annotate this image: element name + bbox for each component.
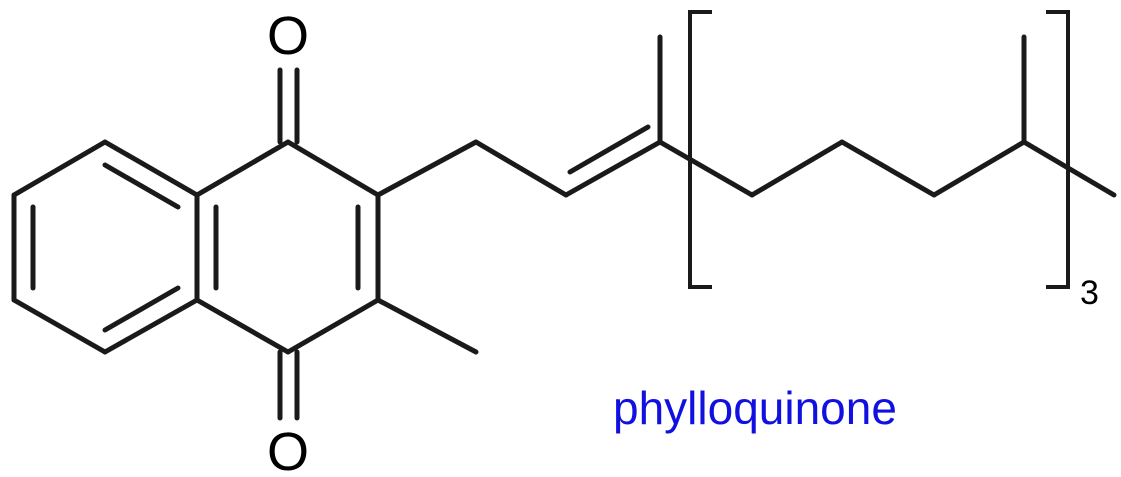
compound-name-label: phylloquinone <box>613 382 897 434</box>
ring-methyl-bond <box>375 297 479 355</box>
side-chain <box>375 34 1117 198</box>
aromatic-inner-bond <box>102 285 181 333</box>
oxygen-atom-top: O <box>267 6 309 66</box>
right-bracket <box>1046 10 1070 289</box>
aromatic-inner-bond <box>102 162 181 210</box>
repeat-count-subscript: 3 <box>1080 274 1099 312</box>
top-carbonyl-bond <box>277 67 300 145</box>
left-bracket <box>688 10 712 289</box>
oxygen-atom-bottom: O <box>267 422 309 477</box>
benzene-ring <box>11 139 200 355</box>
bottom-carbonyl-bond <box>277 349 300 421</box>
chain-double-bond <box>567 124 651 175</box>
quinone-ring <box>194 139 381 355</box>
